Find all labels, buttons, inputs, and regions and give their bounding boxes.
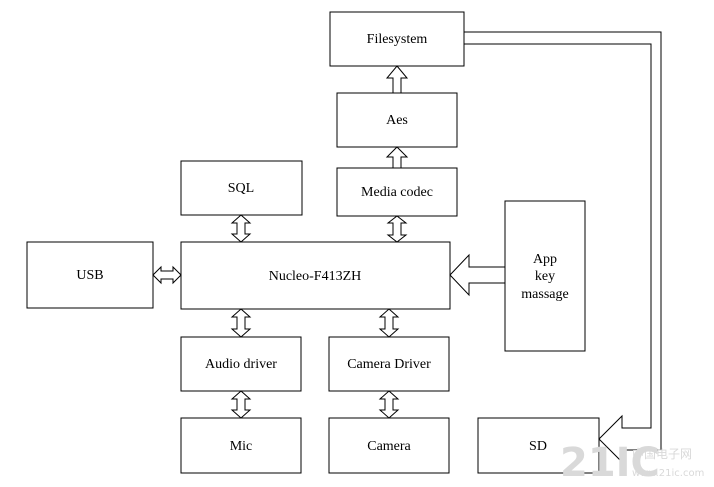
watermark-url: www.21ic.com bbox=[632, 468, 704, 479]
filesystem-label: Filesystem bbox=[367, 32, 428, 47]
arrow-codec-to-aes bbox=[385, 146, 409, 169]
double-arrow-nucleo-audio bbox=[230, 308, 252, 338]
watermark: 21IC 中国电子网 www.21ic.com bbox=[560, 440, 704, 486]
sql-label: SQL bbox=[228, 181, 254, 196]
audio-driver-block: Audio driver bbox=[180, 336, 302, 392]
arrow-aes-to-filesystem bbox=[385, 65, 409, 94]
nucleo-label: Nucleo-F413ZH bbox=[269, 269, 362, 284]
app-key-massage-block: App key massage bbox=[504, 200, 586, 352]
aes-block: Aes bbox=[336, 92, 458, 148]
filesystem-block: Filesystem bbox=[329, 11, 465, 67]
camera-driver-label: Camera Driver bbox=[347, 357, 431, 372]
double-arrow-sql-nucleo bbox=[230, 214, 252, 243]
sql-block: SQL bbox=[180, 160, 303, 216]
app-label-line2: key bbox=[535, 269, 555, 284]
mic-label: Mic bbox=[230, 439, 253, 454]
watermark-cn: 中国电子网 bbox=[632, 446, 692, 461]
mic-block: Mic bbox=[180, 417, 302, 474]
double-arrow-audio-mic bbox=[230, 390, 252, 419]
camera-label: Camera bbox=[367, 439, 411, 454]
app-label-line3: massage bbox=[521, 287, 568, 302]
double-arrow-camera-driver-camera bbox=[378, 390, 400, 419]
arrow-app-to-nucleo bbox=[449, 253, 506, 297]
usb-block: USB bbox=[26, 241, 154, 309]
aes-label: Aes bbox=[386, 113, 408, 128]
double-arrow-codec-nucleo bbox=[386, 215, 408, 243]
usb-label: USB bbox=[76, 268, 103, 283]
media-codec-block: Media codec bbox=[336, 167, 458, 217]
double-arrow-nucleo-camera-driver bbox=[378, 308, 400, 338]
watermark-logo: 21IC bbox=[560, 440, 660, 486]
app-label-line1: App bbox=[533, 252, 557, 267]
double-arrow-usb-nucleo bbox=[152, 265, 182, 285]
sd-block: SD bbox=[477, 417, 600, 474]
path-filesystem-to-sd bbox=[463, 31, 662, 464]
sd-label: SD bbox=[529, 439, 547, 454]
nucleo-block: Nucleo-F413ZH bbox=[180, 241, 451, 310]
media-codec-label: Media codec bbox=[361, 185, 433, 200]
camera-block: Camera bbox=[328, 417, 450, 474]
audio-driver-label: Audio driver bbox=[205, 357, 277, 372]
camera-driver-block: Camera Driver bbox=[328, 336, 450, 392]
